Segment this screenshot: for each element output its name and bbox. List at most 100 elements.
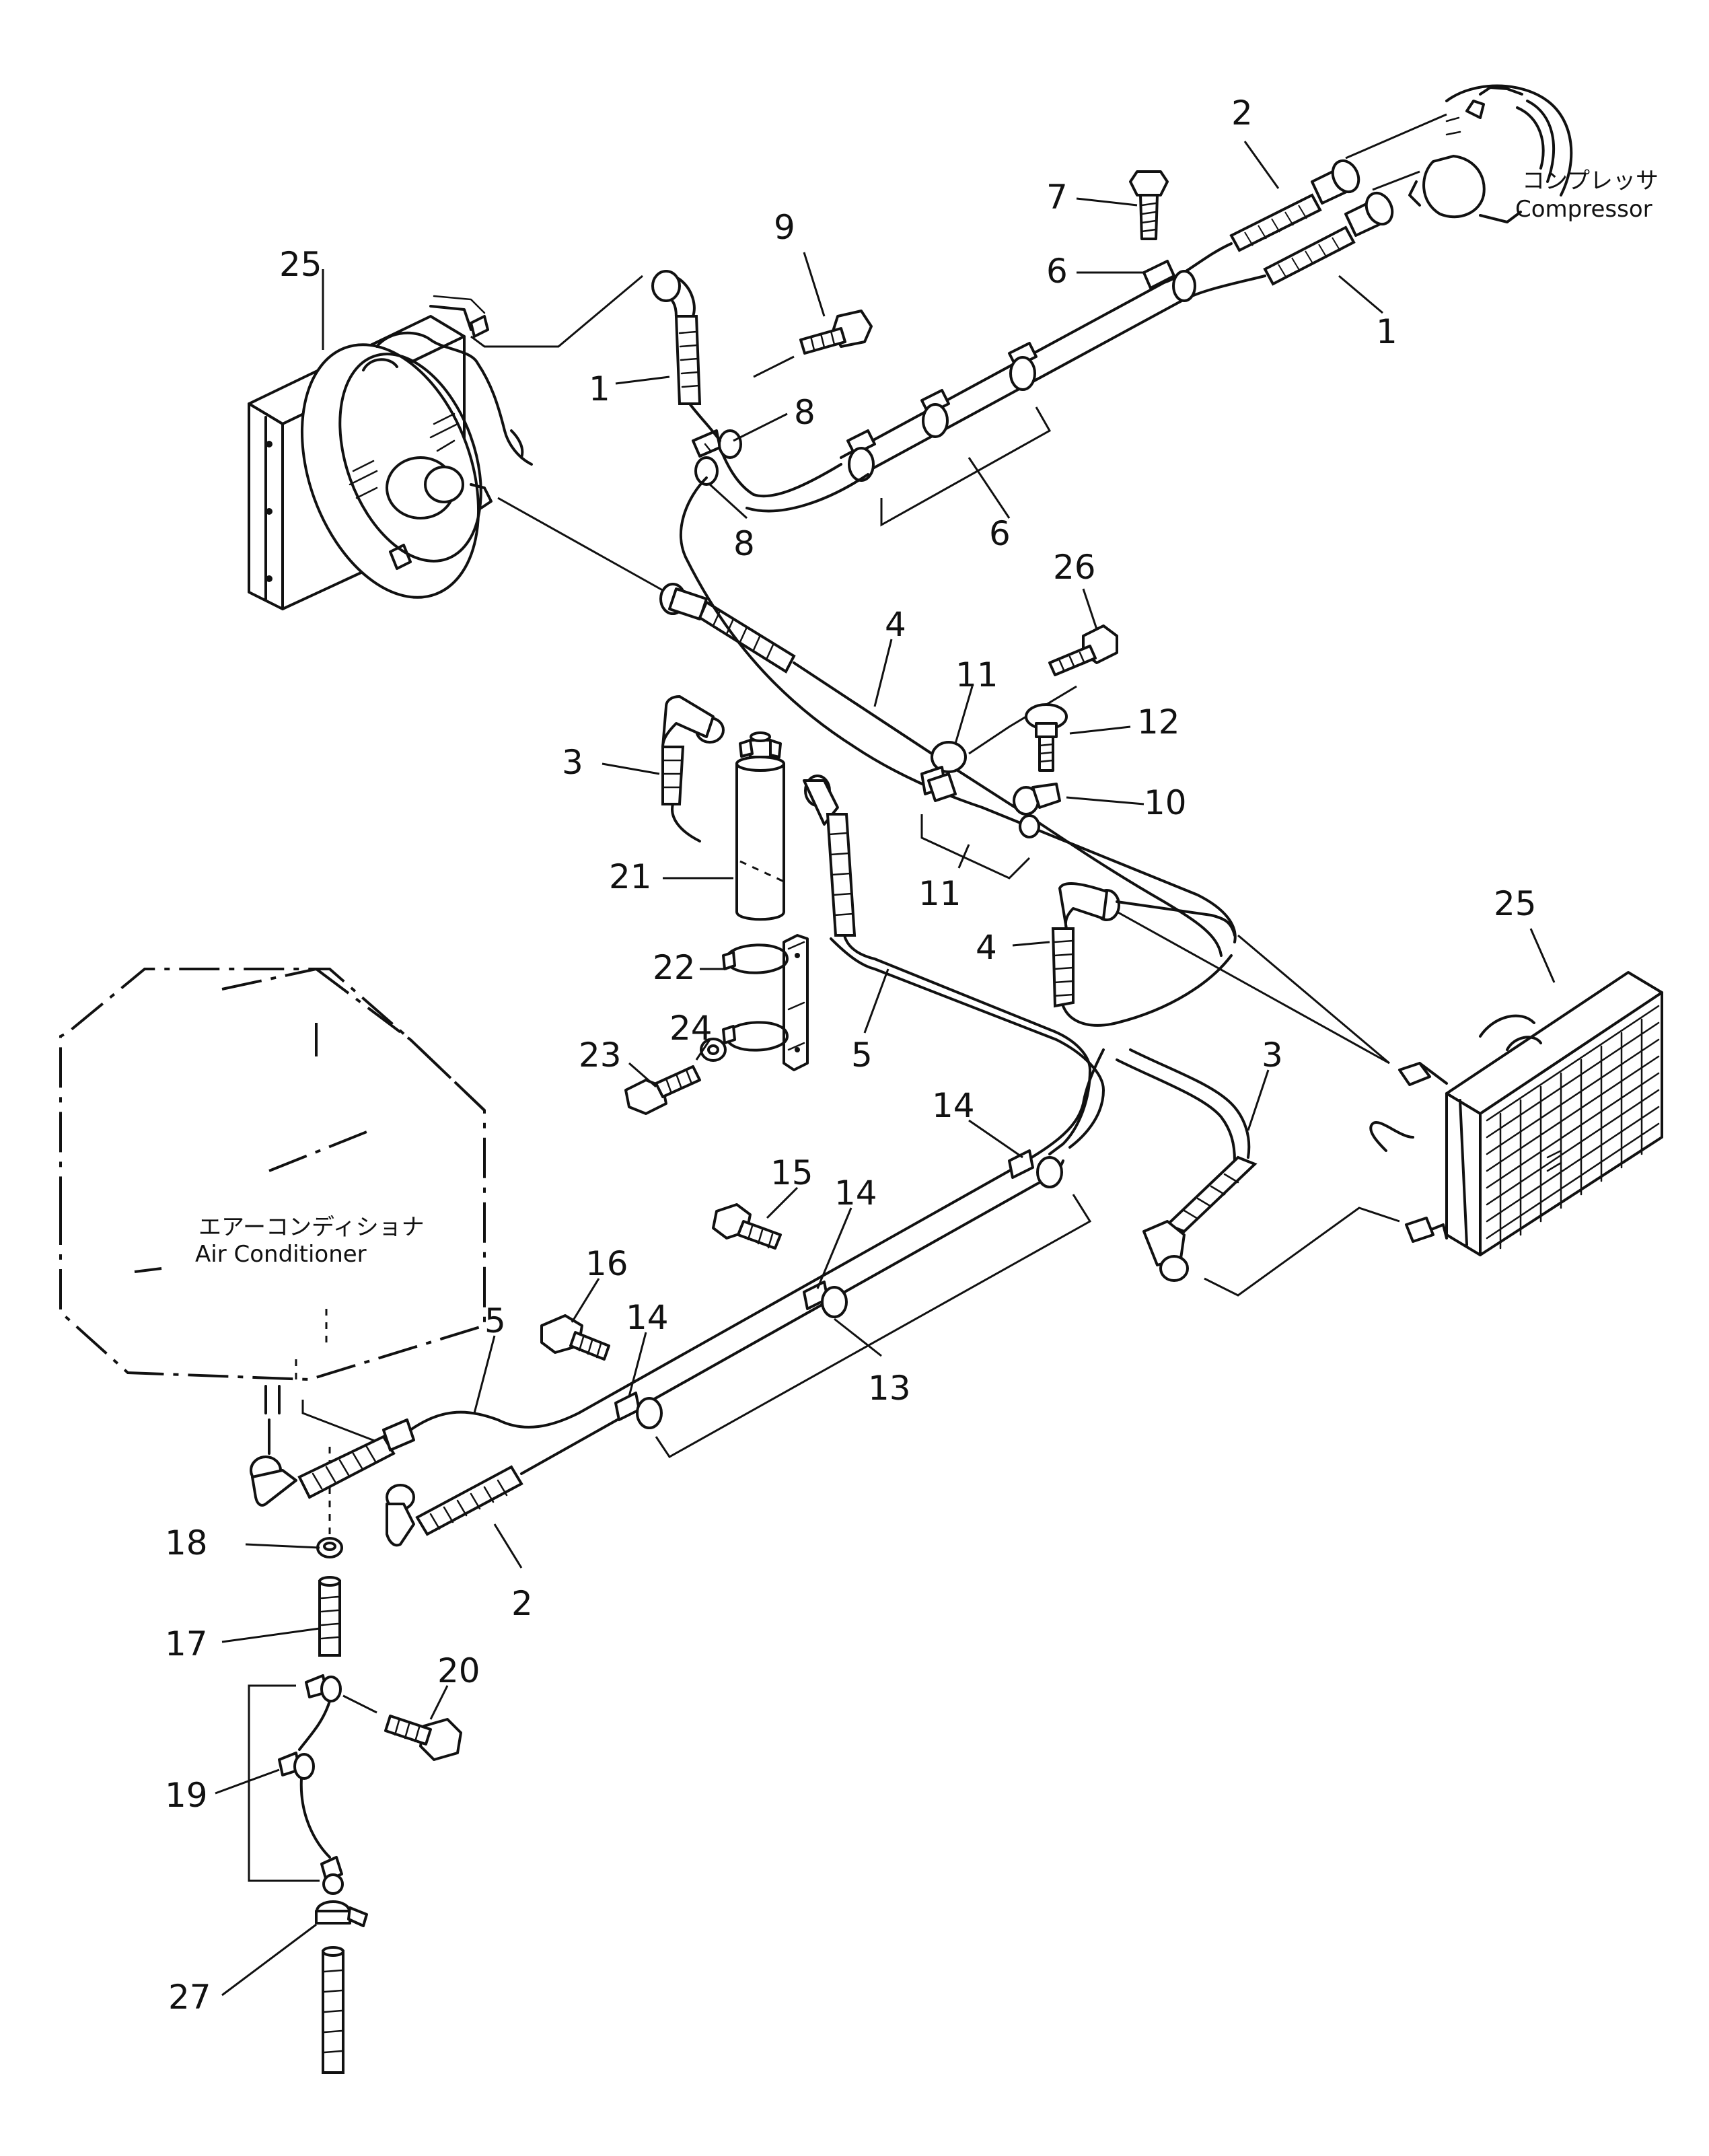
hose-4-lower-line-2 bbox=[1116, 900, 1236, 937]
callout-26: 26 bbox=[1053, 548, 1096, 587]
clamp-18 bbox=[316, 1537, 343, 1558]
condenser-right bbox=[1369, 971, 1663, 1256]
suction-line-upper bbox=[840, 242, 1233, 459]
hose-2-bottom-line bbox=[520, 1159, 1064, 1475]
hose-4-to-condenser-right-line bbox=[1116, 910, 1390, 1065]
bolt-23 bbox=[624, 1065, 701, 1115]
clamp-8-upper bbox=[692, 429, 742, 459]
hose-3-left-tail bbox=[671, 803, 701, 842]
callout-20: 20 bbox=[437, 1651, 480, 1690]
hose-3-right bbox=[1116, 1048, 1258, 1282]
bolt-9 bbox=[799, 310, 873, 355]
leader-26-to-clamp bbox=[968, 685, 1077, 755]
callout-2-bottom: 2 bbox=[511, 1584, 533, 1623]
hose-2-bottom bbox=[386, 1465, 523, 1547]
bolt-26 bbox=[1048, 624, 1118, 676]
air-conditioner-label-jp: エアーコンディショナ bbox=[198, 1214, 425, 1241]
callout-9: 9 bbox=[774, 208, 795, 247]
callout-6-lower: 6 bbox=[989, 514, 1011, 553]
callout-22: 22 bbox=[653, 948, 696, 987]
drain-clamp-bracket-19 bbox=[248, 1684, 320, 1882]
condenser-to-hose4-line bbox=[497, 497, 667, 594]
ac-to-hose5-line bbox=[301, 1400, 391, 1448]
callout-10: 10 bbox=[1144, 783, 1187, 822]
compressor bbox=[1408, 84, 1573, 223]
callouts: 2 7 25 9 6 1 1 8 8 6 26 4 11 12 3 10 21 … bbox=[165, 94, 1537, 2017]
callout-14-lower: 14 bbox=[626, 1298, 669, 1337]
receiver-dryer-21 bbox=[735, 731, 785, 921]
clamp-10 bbox=[1013, 783, 1061, 816]
clamp-11-bracket bbox=[920, 814, 1031, 879]
bolt-7 bbox=[1129, 170, 1169, 240]
hose-1-left-tail bbox=[688, 402, 721, 442]
bolt-15 bbox=[712, 1203, 782, 1250]
air-conditioner-label-en: Air Conditioner bbox=[195, 1241, 367, 1268]
condenser-fan-assembly-left bbox=[248, 295, 533, 610]
bolt-20 bbox=[384, 1715, 462, 1761]
callout-15: 15 bbox=[770, 1153, 813, 1192]
receiver-bracket-22 bbox=[722, 934, 809, 1071]
callout-5-lower: 5 bbox=[484, 1301, 506, 1340]
callout-5-upper: 5 bbox=[851, 1036, 873, 1075]
callout-2-top: 2 bbox=[1231, 94, 1253, 133]
compressor-connection-line-lower bbox=[1372, 170, 1420, 191]
air-conditioner-unit bbox=[59, 968, 486, 1381]
clamp-6-group bbox=[846, 342, 1038, 482]
callout-6-top: 6 bbox=[1046, 252, 1068, 291]
clamp-8-lower bbox=[694, 456, 719, 486]
callout-11-lower: 11 bbox=[918, 874, 961, 913]
clamp-14-upper bbox=[1008, 1149, 1063, 1188]
callout-17: 17 bbox=[165, 1624, 208, 1663]
callout-23: 23 bbox=[579, 1036, 622, 1075]
hose-2-top bbox=[1229, 159, 1360, 252]
hose-5-upper bbox=[803, 775, 857, 937]
clamp-14-bracket bbox=[655, 1194, 1092, 1458]
callout-13: 13 bbox=[868, 1369, 911, 1408]
hose-3-left bbox=[661, 695, 725, 805]
callout-leaders bbox=[215, 141, 1556, 1997]
hose-1-left bbox=[651, 270, 702, 405]
hose-5-upper-line-2 bbox=[830, 937, 1105, 1149]
callout-1-left: 1 bbox=[589, 369, 610, 408]
callout-24: 24 bbox=[669, 1009, 713, 1048]
drain-hose-17 bbox=[318, 1576, 341, 1657]
hose-4-lower bbox=[1051, 882, 1120, 1008]
callout-4-lower: 4 bbox=[976, 928, 997, 967]
callout-1-right: 1 bbox=[1376, 312, 1397, 351]
drain-hose-bottom bbox=[322, 1946, 344, 2074]
callout-16: 16 bbox=[585, 1244, 628, 1283]
callout-14-mid: 14 bbox=[834, 1174, 877, 1213]
callout-14-upper: 14 bbox=[932, 1086, 975, 1125]
clamp-14-mid bbox=[803, 1281, 848, 1318]
callout-7: 7 bbox=[1046, 178, 1068, 217]
callout-25-left: 25 bbox=[279, 245, 322, 284]
ac-port-stub bbox=[264, 1385, 281, 1414]
callout-8-upper: 8 bbox=[794, 393, 815, 432]
hose-5-upper-line bbox=[843, 934, 1091, 1155]
drain-clamps-19 bbox=[278, 1674, 344, 1895]
suction-line-bend-2 bbox=[746, 473, 869, 513]
callout-12: 12 bbox=[1137, 703, 1180, 742]
suction-line-bend bbox=[719, 446, 842, 498]
liquid-line-4 bbox=[793, 661, 1223, 957]
callout-11-upper: 11 bbox=[955, 655, 998, 694]
compressor-connection-line-upper bbox=[1345, 113, 1447, 159]
callout-25-right: 25 bbox=[1494, 884, 1537, 923]
callout-21: 21 bbox=[609, 857, 652, 896]
callout-19: 19 bbox=[165, 1776, 208, 1815]
bolt-12 bbox=[1025, 703, 1068, 772]
hose-5-lower-line bbox=[409, 1048, 1105, 1431]
clamp-11-lower bbox=[927, 772, 1040, 838]
callout-18: 18 bbox=[165, 1523, 208, 1562]
callout-3-right: 3 bbox=[1262, 1036, 1283, 1075]
callout-4-upper: 4 bbox=[885, 605, 906, 644]
clip-27 bbox=[315, 1900, 368, 1927]
leader-9-to-clamp bbox=[753, 355, 795, 378]
clamp-6-bracket bbox=[880, 406, 1052, 527]
long-line-8-to-condenser bbox=[680, 476, 1237, 943]
hose-1-to-condenser-line bbox=[470, 275, 643, 348]
callout-27: 27 bbox=[168, 1978, 211, 2017]
hose-4-lower-line bbox=[1062, 954, 1233, 1027]
callout-3-left: 3 bbox=[562, 743, 583, 782]
